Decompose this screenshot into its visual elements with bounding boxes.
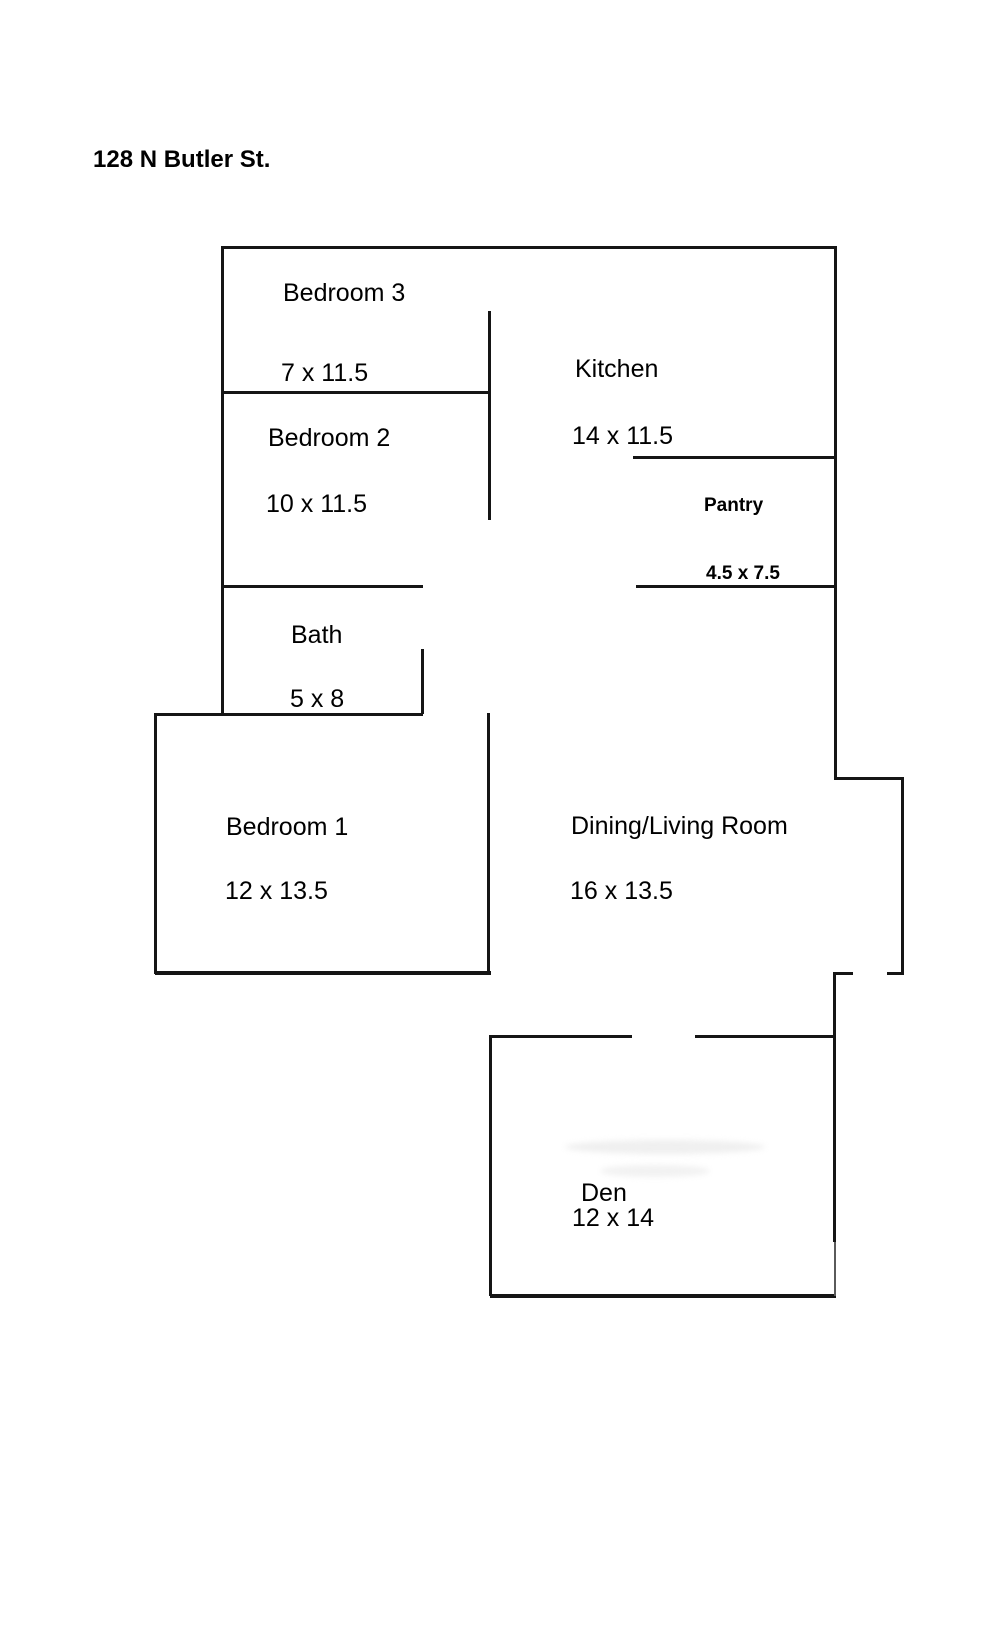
wall-den-top-left [490,1035,632,1038]
wall-top-exterior [221,246,837,249]
wall-bumpout-top [834,777,902,780]
dining-living-dimensions: 16 x 13.5 [570,877,673,905]
wall-left-exterior-upper [221,246,224,714]
wall-bedroom3-bottom [222,391,489,394]
bedroom3-dimensions: 7 x 11.5 [281,359,369,387]
page-title: 128 N Butler St. [93,146,271,173]
wall-den-bottom [490,1294,836,1298]
wall-bedroom1-left [154,713,157,974]
wall-pantry-top [633,456,834,459]
wall-bedroom1-bottom [155,971,491,975]
wall-den-top-right [695,1035,836,1038]
den-label: Den [581,1179,627,1207]
bedroom3-label: Bedroom 3 [283,279,406,307]
wall-den-left [489,1035,492,1296]
print-artifact-smudge [565,1140,765,1154]
wall-kitchen-bedroom-divider [488,311,491,520]
bedroom1-label: Bedroom 1 [226,813,349,841]
print-artifact-smudge [600,1165,710,1177]
pantry-dimensions: 4.5 x 7.5 [706,563,780,584]
wall-bedroom1-right [487,713,490,972]
wall-bath-bottom [155,713,423,716]
wall-bumpout-bottom-left [834,972,853,975]
pantry-label: Pantry [704,495,764,516]
bath-dimensions: 5 x 8 [290,685,345,713]
wall-pantry-bottom [636,585,836,588]
kitchen-dimensions: 14 x 11.5 [572,422,674,450]
wall-bedroom2-bottom [222,585,423,588]
wall-bath-door-jamb [421,649,424,714]
bedroom1-dimensions: 12 x 13.5 [225,877,328,905]
wall-den-right-lower [834,1242,836,1296]
kitchen-label: Kitchen [575,355,659,383]
wall-bumpout-right [901,777,904,975]
wall-right-exterior-mid [833,972,836,1242]
bedroom2-dimensions: 10 x 11.5 [266,490,368,518]
den-dimensions: 12 x 14 [572,1204,655,1232]
wall-bumpout-bottom-right [887,972,904,975]
dining-living-label: Dining/Living Room [571,812,788,840]
bedroom2-label: Bedroom 2 [268,424,391,452]
wall-right-exterior-upper [834,246,837,780]
bath-label: Bath [291,621,343,649]
